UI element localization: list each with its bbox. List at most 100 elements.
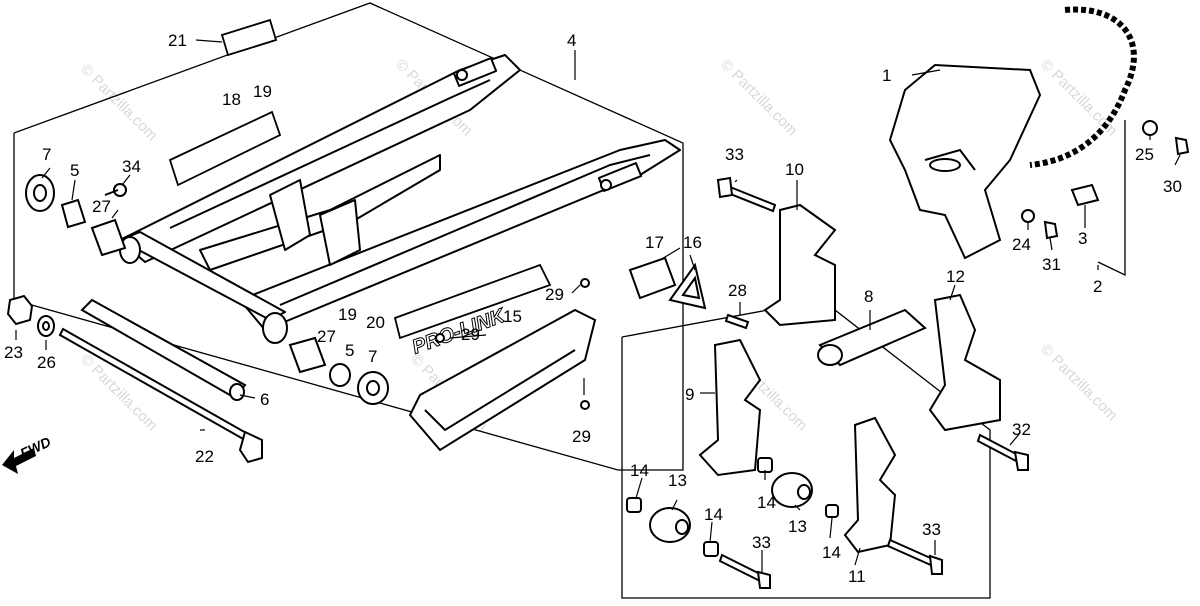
decal-21 (220, 18, 278, 57)
watermark-1: © Partzilla.com (77, 61, 160, 144)
callout-2: 2 (1093, 277, 1102, 296)
callout-1: 1 (882, 66, 891, 85)
callout-8: 8 (864, 287, 873, 306)
dust-seal-7-right-inner (366, 380, 380, 396)
collar-5-left (60, 198, 87, 229)
callout-34: 34 (122, 157, 141, 176)
link-plate-9 (698, 338, 762, 477)
callout-29-bottom: 29 (572, 427, 591, 446)
callout-31: 31 (1042, 255, 1061, 274)
callout-30: 30 (1163, 177, 1182, 196)
collar-14-c (703, 541, 719, 557)
decal-pro-link (393, 263, 552, 340)
watermark-3: © Partzilla.com (717, 56, 800, 139)
bolts (716, 176, 1029, 589)
screw-29-mid (435, 333, 445, 343)
needle-bearing-27-right (288, 336, 327, 374)
bolt-33-bottom-left (718, 553, 764, 583)
callout-20: 20 (366, 313, 385, 332)
callout-18: 18 (222, 90, 241, 109)
chain-slider-body (408, 308, 597, 452)
callout-33-bottom-right: 33 (922, 520, 941, 539)
collar-14-b (757, 457, 773, 473)
nut-23 (6, 294, 34, 326)
bolt-34-shaft (104, 189, 119, 196)
pivot-shaft-parts (6, 294, 263, 464)
bolt-33-bottom-right-head (928, 554, 943, 575)
guard-group-outline (1097, 120, 1126, 277)
callout-33-bottom-left: 33 (752, 533, 771, 552)
callout-17: 17 (645, 233, 664, 252)
callout-28: 28 (728, 281, 747, 300)
callout-13-left: 13 (668, 471, 687, 490)
stopper-plate-16-inner (681, 275, 701, 300)
bushing-13-left-hole (675, 519, 689, 535)
callout-10: 10 (785, 160, 804, 179)
bushing-13-right-hole (797, 484, 811, 500)
callout-23: 23 (4, 343, 23, 362)
bolt-33-bottom-left-head (756, 570, 771, 589)
callout-33-top: 33 (725, 145, 744, 164)
watermark-8: © Partzilla.com (1037, 341, 1120, 424)
callout-7-right: 7 (368, 347, 377, 366)
callout-19-top: 19 (253, 82, 272, 101)
callout-3: 3 (1078, 229, 1087, 248)
link-plates (698, 203, 1001, 554)
leader-lines (15, 39, 1181, 572)
washer-26-hole (42, 321, 50, 331)
stopper-plate-16 (668, 262, 707, 310)
callout-21: 21 (168, 31, 187, 50)
callout-29-mid: 29 (461, 325, 480, 344)
link-plate-12 (928, 293, 1001, 432)
link-plate-10 (763, 203, 837, 327)
bolt-28 (724, 313, 750, 330)
chain-guard-assembly (888, 6, 1190, 260)
block-8-end (817, 344, 843, 366)
callout-14-b: 14 (757, 493, 776, 512)
callout-15: 15 (503, 307, 522, 326)
swingarm-pivot-end-right (262, 312, 288, 344)
callout-32: 32 (1012, 420, 1031, 439)
bracket-3 (1070, 183, 1100, 207)
swingarm-axle-hole-left (456, 69, 468, 81)
swingarm-link-bracket (269, 179, 311, 251)
decal-18-19 (168, 110, 282, 187)
chain-guard-rib (924, 148, 976, 171)
stopper-parts (628, 256, 707, 310)
swingarm-axle-hole-right (600, 179, 612, 191)
bolt-33-top-head (716, 176, 734, 199)
washer-24 (1021, 209, 1035, 223)
callout-14-c: 14 (704, 505, 723, 524)
nut-25 (1142, 120, 1158, 136)
callout-9: 9 (685, 385, 694, 404)
callout-29-top: 29 (545, 285, 564, 304)
callout-5-right: 5 (345, 341, 354, 360)
fwd-arrow-icon (2, 448, 36, 474)
swingarm (119, 54, 681, 344)
screw-29-top (580, 278, 590, 288)
bolt-32-head (1013, 450, 1029, 471)
bolt-31 (1043, 220, 1059, 240)
callout-24: 24 (1012, 235, 1031, 254)
dust-seal-7-left-inner (33, 184, 47, 202)
callout-11: 11 (848, 567, 866, 586)
swingarm-link-bracket-2 (319, 199, 361, 266)
callout-26: 26 (37, 353, 56, 372)
needle-bearing-27-left (90, 218, 127, 257)
pivot-collar-6-end (229, 383, 245, 401)
pivot-collar-6 (80, 298, 247, 400)
screw-29-bottom (580, 400, 590, 410)
swingarm-left-arm-inner (169, 79, 491, 229)
chain-slider-15 (408, 278, 597, 452)
bolt-30 (1174, 136, 1190, 156)
fwd-label: FWD (18, 433, 54, 461)
callout-25: 25 (1135, 145, 1154, 164)
callout-27-left: 27 (92, 197, 111, 216)
callout-12: 12 (946, 267, 965, 286)
callout-6: 6 (260, 390, 269, 409)
callouts: 21 4 18 19 7 5 34 27 23 26 6 22 19 20 27… (4, 31, 1182, 586)
swingarm-pivot-tube (119, 231, 286, 321)
callout-7-left: 7 (42, 145, 51, 164)
bushings (626, 457, 839, 557)
callout-14-a: 14 (630, 461, 649, 480)
